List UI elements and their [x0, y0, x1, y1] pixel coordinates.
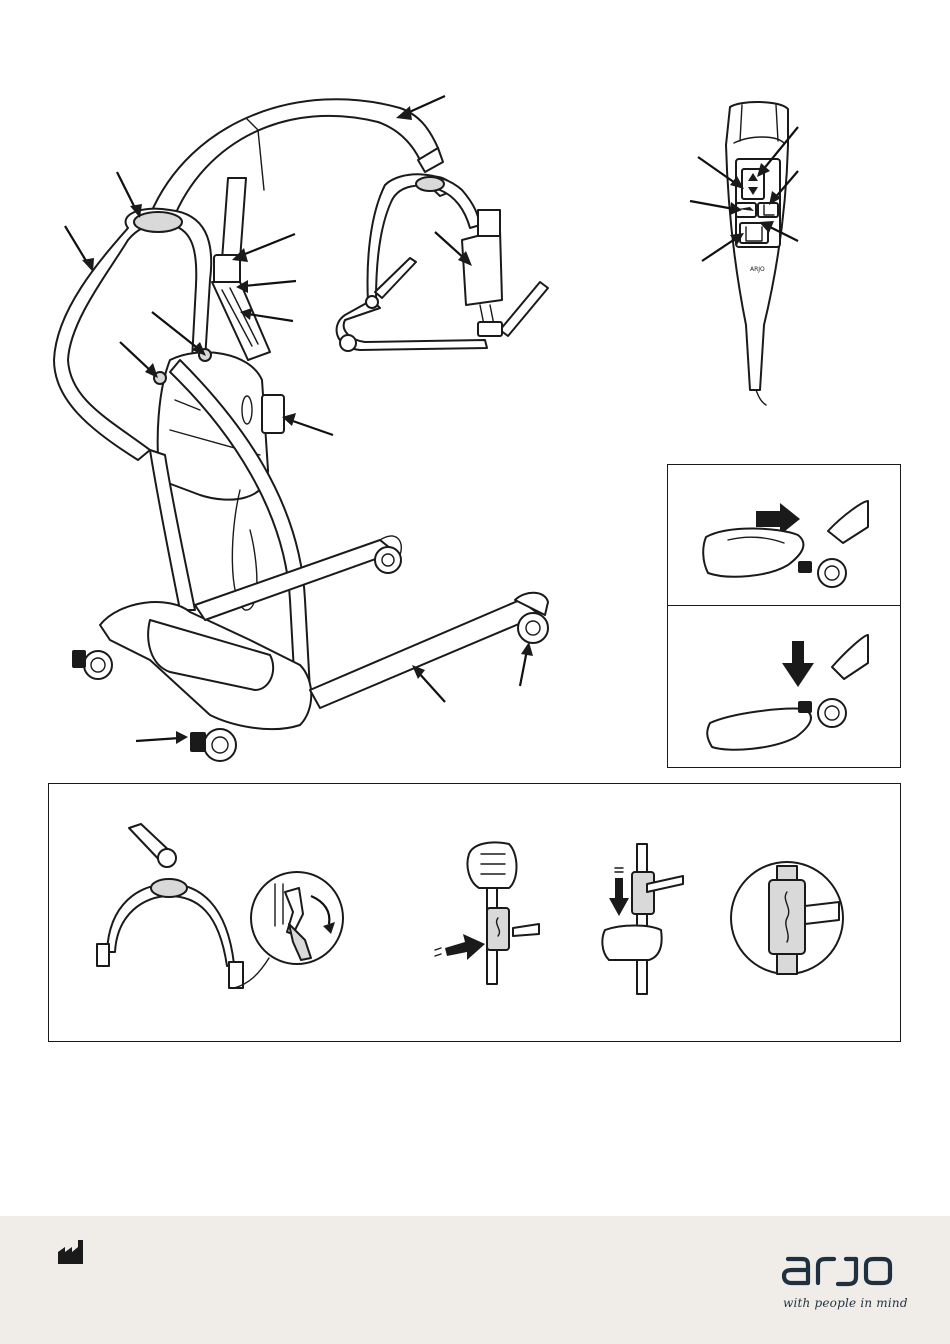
- remote-brand-label: ARJO: [750, 266, 765, 273]
- brake-release-panel: [668, 465, 900, 606]
- brake-apply-panel: [668, 605, 900, 767]
- tagline: with people in mind: [783, 1296, 908, 1310]
- hook-detail-zoom: [251, 872, 343, 964]
- sling-attachment-box: [48, 783, 901, 1042]
- press-down-arrow-icon: [782, 641, 814, 687]
- lift-drawing: [0, 0, 640, 780]
- strap-locked-zoom: [731, 862, 843, 974]
- sling-attachment-drawing: [49, 784, 900, 1041]
- mast: [222, 178, 246, 260]
- lift-illustration: [0, 0, 640, 780]
- caster-wheel: [818, 559, 846, 587]
- actuator: [212, 282, 270, 360]
- remote-holder: [262, 395, 284, 433]
- scale-mount: [478, 210, 500, 236]
- manufacturer-icon: [56, 1240, 86, 1266]
- brake-instruction-box: [667, 464, 901, 768]
- caster-rear-right: [375, 547, 401, 573]
- arjo-logo: arjo: [780, 1253, 894, 1289]
- caster-wheel: [818, 699, 846, 727]
- brake-apply-drawing: [668, 605, 900, 767]
- handle-clamp: [134, 212, 182, 232]
- strap-step-2: [602, 844, 683, 994]
- caster-front-left: [190, 729, 236, 761]
- boom-arm: [150, 99, 438, 222]
- spreader-bar: [337, 148, 548, 351]
- hand-control-illustration: ARJO: [680, 95, 820, 405]
- front-leg: [310, 600, 540, 708]
- brake-release-drawing: [668, 465, 900, 605]
- spreader-bar-hooks: [97, 824, 269, 988]
- foot-shape: [707, 709, 811, 750]
- foot-shape: [703, 529, 803, 577]
- strap-step-1: [435, 842, 539, 984]
- scale-unit: [462, 230, 502, 305]
- caster-rear-left: [72, 650, 112, 679]
- hand-control-drawing: ARJO: [680, 95, 820, 405]
